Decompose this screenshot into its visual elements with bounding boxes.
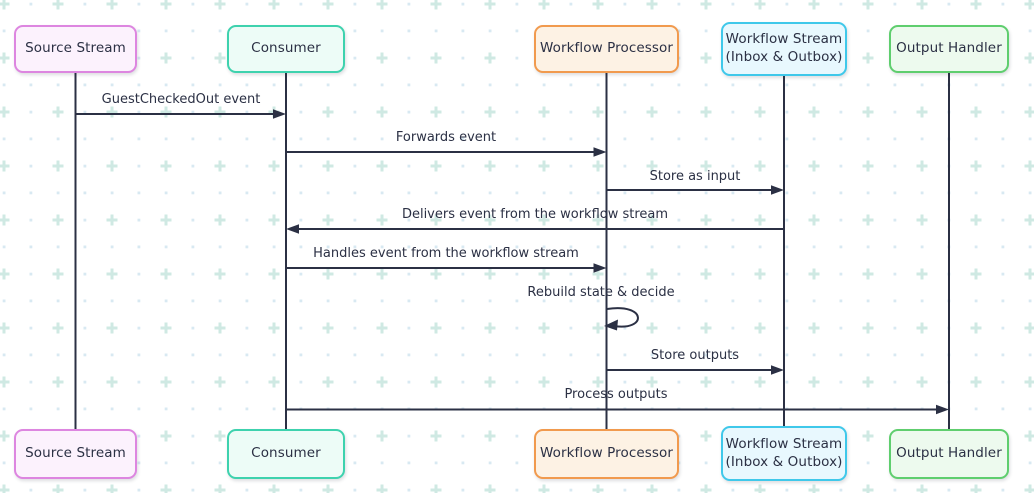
message-label-rebuild-state: Rebuild state & decide <box>527 285 675 300</box>
message-label-delivers-event: Delivers event from the workflow stream <box>401 207 669 222</box>
actor-box-output-handler-top: Output Handler <box>889 25 1009 73</box>
actor-label: Workflow Stream(Inbox & Outbox) <box>725 435 843 470</box>
actor-box-workflow-processor-bottom: Workflow Processor <box>534 429 679 479</box>
message-label-guestcheckedout-event: GuestCheckedOut event <box>101 92 261 107</box>
arrowhead <box>771 185 784 195</box>
actor-box-output-handler-bottom: Output Handler <box>889 429 1009 479</box>
actor-label: Source Stream <box>25 445 126 462</box>
arrowhead <box>286 224 299 234</box>
actor-label: Output Handler <box>896 40 1002 57</box>
arrowhead <box>593 263 607 273</box>
arrowhead <box>936 404 949 415</box>
actor-label: Output Handler <box>896 445 1002 462</box>
actor-label: Consumer <box>251 445 321 462</box>
actor-box-consumer-top: Consumer <box>227 25 345 73</box>
arrowhead <box>273 109 286 119</box>
message-label-forwards-event: Forwards event <box>395 130 497 145</box>
message-label-process-outputs: Process outputs <box>564 387 668 402</box>
self-loop-rebuild-state <box>606 307 639 328</box>
arrowhead <box>771 365 784 375</box>
actor-label: Source Stream <box>25 40 126 57</box>
message-label-store-as-input: Store as input <box>649 169 741 184</box>
actor-box-source-stream-bottom: Source Stream <box>14 429 137 479</box>
actor-label: Workflow Processor <box>539 445 674 462</box>
actor-box-source-stream-top: Source Stream <box>14 25 137 73</box>
message-label-handles-event: Handles event from the workflow stream <box>313 246 579 261</box>
actor-label: Consumer <box>251 40 321 57</box>
arrowhead <box>604 319 618 331</box>
actor-label: Workflow Processor <box>539 40 674 57</box>
actor-box-workflow-stream-bottom: Workflow Stream(Inbox & Outbox) <box>721 426 847 481</box>
message-label-store-outputs: Store outputs <box>650 348 740 363</box>
actor-box-consumer-bottom: Consumer <box>227 429 345 479</box>
actor-box-workflow-stream-top: Workflow Stream(Inbox & Outbox) <box>721 22 847 76</box>
arrowhead <box>593 147 607 157</box>
actor-box-workflow-processor-top: Workflow Processor <box>534 25 679 73</box>
actor-label: Workflow Stream(Inbox & Outbox) <box>725 31 843 65</box>
